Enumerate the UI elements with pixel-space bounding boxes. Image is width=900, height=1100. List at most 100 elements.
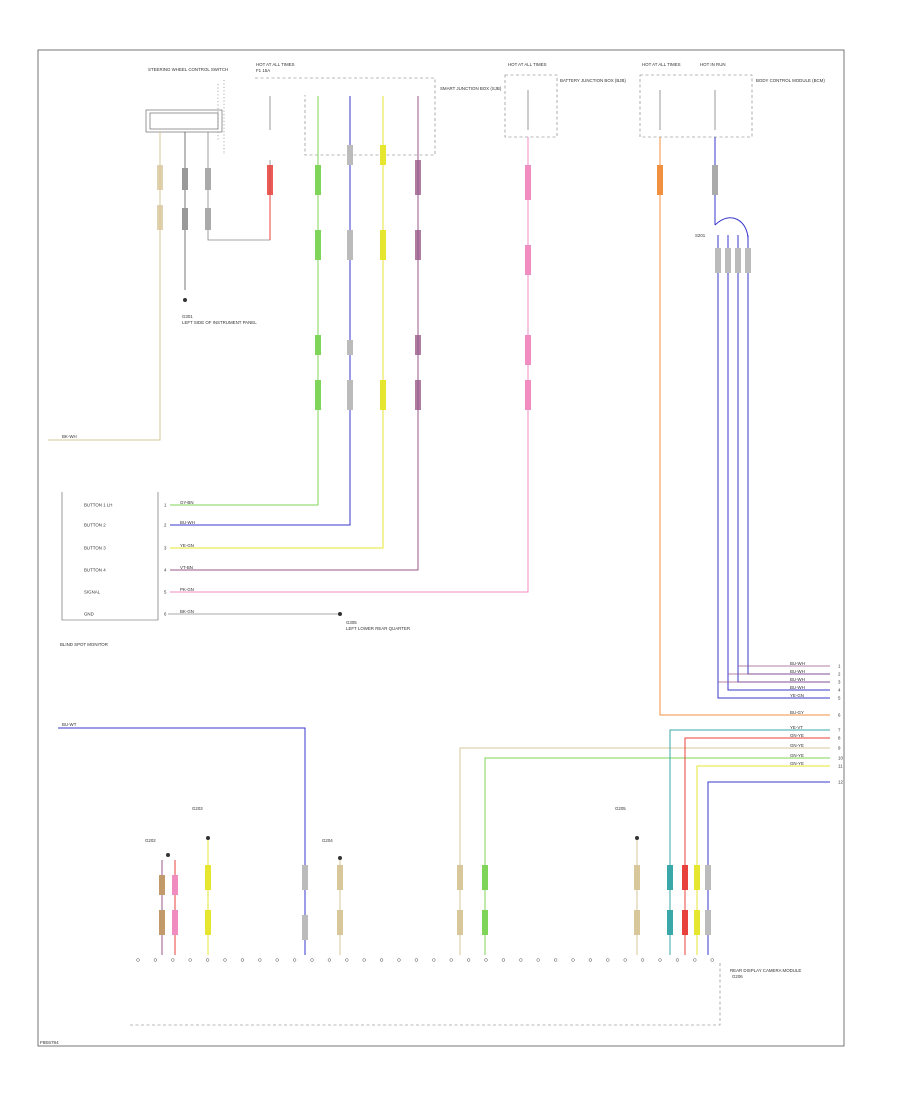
- top-fuse-box-c-outline: [639, 74, 753, 138]
- bottom-ground-2-icon: [206, 836, 210, 840]
- top-fuse-a-sublabel: F1 15A: [256, 68, 270, 73]
- right-wire-color: GN-YE: [790, 753, 804, 758]
- green-wire-segment-2: [315, 230, 321, 260]
- purple-wire-segment-4: [415, 380, 421, 410]
- top-middle-wires: [170, 96, 421, 571]
- purple-wire-segment-1: [415, 160, 421, 195]
- top-box-desc: SMART JUNCTION BOX (SJB): [440, 86, 502, 91]
- blue-wire-4: [747, 235, 830, 675]
- bottom-connector-outline: [130, 962, 721, 1026]
- blue-wire-segment-1: [347, 145, 353, 165]
- top-fuse-box-a: HOT AT ALL TIMES F1 15A SMART JUNCTION B…: [255, 62, 502, 156]
- right-wire-color: BU-WH: [790, 661, 805, 666]
- green-wire-segment-3: [315, 335, 321, 355]
- top-fuse-box-b: HOT AT ALL TIMES BATTERY JUNCTION BOX (B…: [504, 62, 626, 138]
- blue-splice-curve: [714, 217, 749, 241]
- connector-pin: [553, 958, 558, 962]
- green-wire-segment-1: [315, 165, 321, 195]
- pink-wire-segment-3: [525, 335, 531, 365]
- bottom-ground-4-label: G205: [615, 806, 626, 811]
- ground-icon: [183, 298, 187, 302]
- mid-pin-label: SIGNAL: [84, 590, 101, 595]
- bottom-ground-4-icon: [635, 836, 639, 840]
- bottom-ground-1-purple-segment-2: [159, 910, 165, 935]
- bottom-ground-5-label: G206: [732, 974, 743, 979]
- connector-pin: [658, 958, 662, 962]
- bottom-tan-wire-segment-2: [457, 910, 463, 935]
- bottom-tan-wire-segment-1: [457, 865, 463, 890]
- top-fuse-box-a-outline: [255, 77, 436, 156]
- blue-wire-segment-2: [347, 230, 353, 260]
- bottom-module-label: REAR DISPLAY CAMERA MODULE: [730, 968, 801, 973]
- mid-pin-wire-color: GY-BN: [180, 500, 194, 505]
- connector-pin: [136, 958, 140, 962]
- orange-wire: [659, 137, 830, 716]
- bottom-ground-1-red-segment-1: [172, 875, 178, 895]
- connector-pin: [345, 958, 349, 962]
- lower-blue-wire-segment-2: [302, 915, 308, 940]
- diagram-frame: [37, 49, 845, 1047]
- pink-wire: [170, 137, 529, 593]
- connector-pin: [693, 958, 697, 962]
- right-wire-color: GN-YE: [790, 733, 804, 738]
- green-wire-segment-4: [315, 380, 321, 410]
- mid-pin-wire-color: BU-WH: [180, 520, 195, 525]
- left-conn-a-label: BK-WH: [62, 434, 77, 439]
- mid-pin-number: 6: [164, 612, 167, 617]
- tan-wire: [48, 132, 161, 441]
- top-fuse-box-b-outline: [504, 74, 558, 138]
- blue-wire-3-segment: [735, 248, 741, 273]
- bottom-yellow-wire-segment-1: [694, 865, 700, 890]
- bottom-green-wire-segment-2: [482, 910, 488, 935]
- right-connector-labels: 123456789101112BU-WHBU-WHBU-WHBU-WHYE-GN…: [790, 661, 843, 785]
- connector-pin: [171, 958, 175, 962]
- top-fuse-a-label: HOT AT ALL TIMES: [256, 62, 295, 67]
- bottom-green-wire: [484, 757, 830, 955]
- connector-pin: [710, 958, 714, 962]
- bottom-yellow-wire: [696, 765, 830, 955]
- bottom-blue-wire-segment-1: [705, 865, 711, 890]
- ground-top-desc: LEFT SIDE OF INSTRUMENT PANEL: [182, 320, 257, 325]
- lower-blue-wire: [58, 727, 306, 955]
- top-left-module-box: [145, 109, 223, 133]
- bottom-blue-wire: [707, 781, 830, 955]
- connector-pin: [432, 958, 436, 962]
- tan-wire-segment-1: [157, 165, 163, 190]
- connector-pin: [310, 958, 314, 962]
- bottom-ground-4-segment-1: [634, 865, 640, 890]
- mid-pin-wire-color: YE-GN: [180, 543, 194, 548]
- bottom-ground-2-segment-2: [205, 910, 211, 935]
- purple-wire-segment-3: [415, 335, 421, 355]
- green-wire: [170, 96, 319, 506]
- connector-pin: [292, 958, 297, 962]
- pink-wire-segment-4: [525, 380, 531, 410]
- connector-pin: [501, 958, 506, 962]
- bottom-blue-wire-segment-2: [705, 910, 711, 935]
- connector-pin: [258, 958, 262, 962]
- connector-pin: [240, 958, 245, 962]
- top-fuse-b-label: HOT AT ALL TIMES: [508, 62, 547, 67]
- top-left-module-label: STEERING WHEEL CONTROL SWITCH: [148, 67, 228, 72]
- bottom-connector-pins: [136, 958, 714, 962]
- connector-pin: [588, 958, 593, 962]
- connector-pin: [188, 958, 192, 962]
- lower-blue-wire-segment-1: [302, 865, 308, 890]
- connector-pin: [484, 958, 488, 962]
- blue-wire-2: [727, 235, 830, 691]
- bottom-red-wire-segment-1: [682, 865, 688, 890]
- mid-pin-number: 1: [164, 503, 167, 508]
- bottom-grounds: G202 G203 G204 G205: [145, 806, 640, 955]
- right-pin-number: 5: [838, 696, 841, 701]
- top-fuse-d-label: HOT IN RUN: [700, 62, 726, 67]
- right-pin-number: 9: [838, 746, 841, 751]
- mid-pin-label: BUTTON 2: [84, 523, 106, 528]
- connector-pin: [275, 958, 279, 962]
- splice-label: S201: [695, 233, 706, 238]
- top-left-wires: G301 LEFT SIDE OF INSTRUMENT PANEL: [48, 132, 273, 441]
- blue-wire-segment-3: [347, 340, 353, 355]
- connector-pin: [414, 958, 419, 962]
- connector-pin: [397, 958, 401, 962]
- bottom-ground-3-segment-1: [337, 865, 343, 890]
